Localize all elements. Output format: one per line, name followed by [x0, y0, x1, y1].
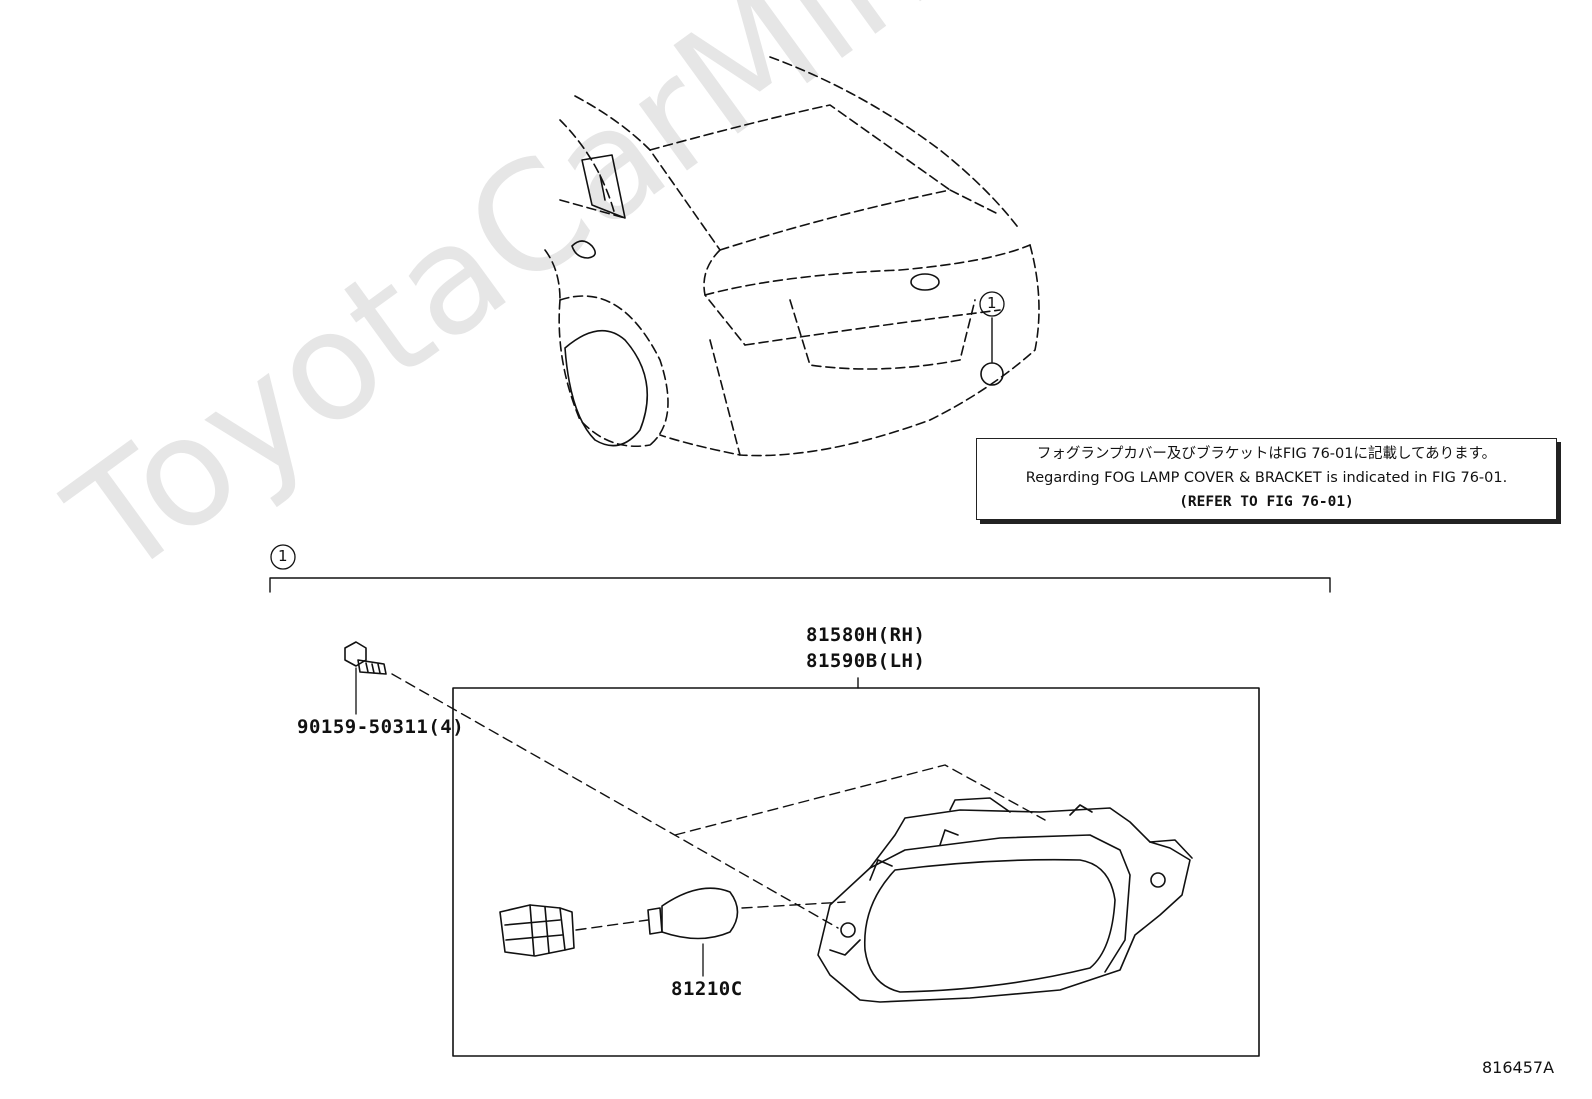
fog-lamp-housing	[817, 797, 1193, 1003]
callout-circle-vehicle	[979, 291, 1005, 317]
part-label-assembly-rh: 81580H(RH)	[806, 624, 926, 646]
figure-id: 816457A	[1482, 1058, 1555, 1077]
vehicle-rear-illustration	[544, 56, 1040, 457]
bulb-illustration	[647, 887, 739, 977]
socket-illustration	[499, 904, 575, 957]
vehicle-window-details	[564, 154, 940, 447]
note-line-refer: (REFER TO FIG 76-01)	[1179, 494, 1354, 510]
part-label-assembly-lh: 81590B(LH)	[806, 650, 926, 672]
callout-circle-assembly	[270, 544, 296, 570]
part-label-screw: 90159-50311(4)	[297, 716, 465, 738]
note-line-japanese: フォグランプカバー及びブラケットはFIG 76-01に記載してあります。	[1036, 446, 1497, 462]
fog-lamp-location-marker	[980, 362, 1004, 386]
callout-number-vehicle: 1	[987, 294, 997, 312]
lamp-assembly-box	[452, 687, 1260, 1057]
part-label-bulb: 81210C	[671, 978, 743, 1000]
assembly-bracket	[269, 577, 1331, 593]
screw-illustration	[344, 641, 387, 715]
callout-number-assembly: 1	[278, 547, 288, 565]
note-line-english: Regarding FOG LAMP COVER & BRACKET is in…	[1025, 470, 1508, 486]
reference-note-box: フォグランプカバー及びブラケットはFIG 76-01に記載してあります。 Reg…	[976, 438, 1557, 520]
